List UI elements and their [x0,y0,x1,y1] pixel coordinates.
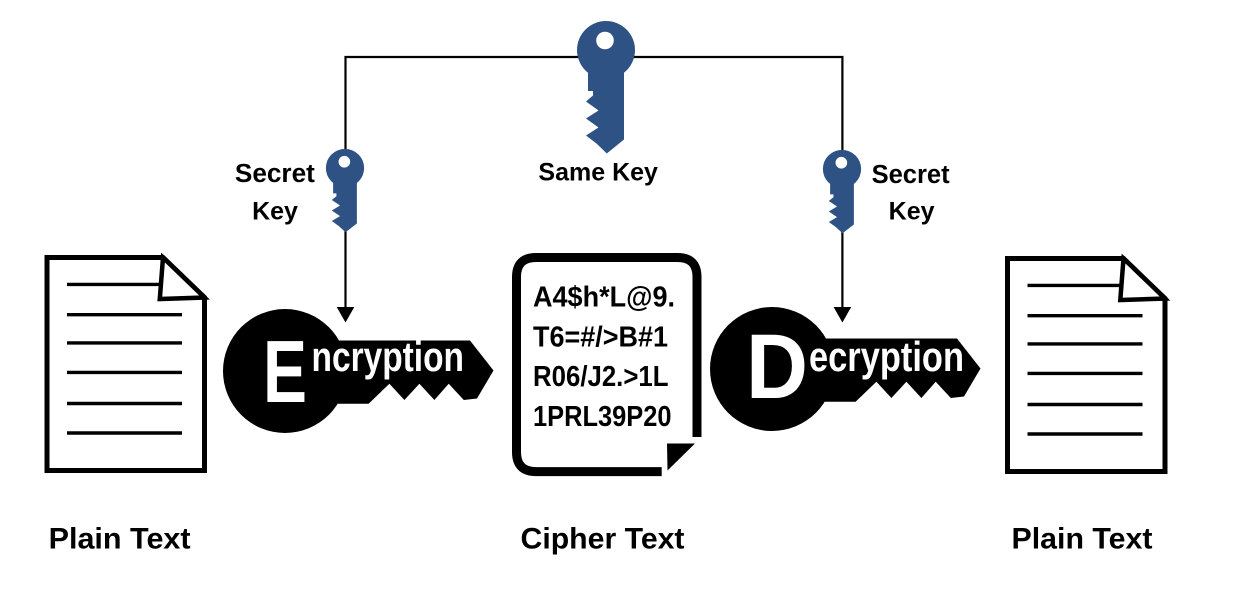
svg-text:D: D [746,316,808,418]
svg-text:ncryption: ncryption [312,333,465,380]
svg-text:Plain Text: Plain Text [49,523,191,556]
svg-text:1PRL39P20: 1PRL39P20 [533,401,672,433]
svg-text:Plain Text: Plain Text [1012,523,1153,556]
svg-text:R06/J2.>1L: R06/J2.>1L [533,361,669,393]
svg-text:Key: Key [252,198,298,226]
svg-text:Secret: Secret [235,160,316,188]
svg-text:Same Key: Same Key [538,159,658,187]
svg-text:Cipher Text: Cipher Text [521,523,685,556]
svg-text:E: E [263,322,307,421]
svg-text:Secret: Secret [872,161,950,189]
svg-text:ecryption: ecryption [809,333,964,380]
svg-text:A4$h*L@9.: A4$h*L@9. [533,282,675,314]
svg-text:Key: Key [889,198,935,226]
svg-text:T6=#/>B#1: T6=#/>B#1 [533,321,668,353]
